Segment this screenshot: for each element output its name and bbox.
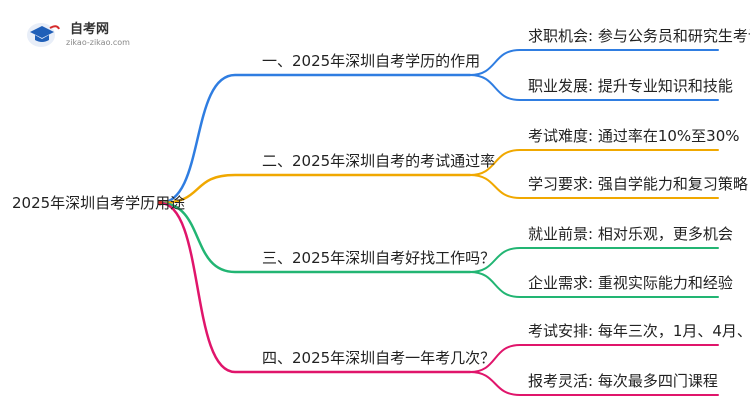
leaf-connector (469, 247, 719, 273)
branch-label: 二、2025年深圳自考的考试通过率 (262, 152, 496, 170)
branch-label: 三、2025年深圳自考好找工作吗？ (262, 249, 496, 267)
leaf-connector (469, 271, 719, 298)
site-logo[interactable]: 自考网 zikao-zikao.com (26, 18, 176, 54)
branch-connector (158, 73, 472, 205)
root-node-label: 2025年深圳自考学历用途 (12, 194, 186, 212)
leaf-label: 报考灵活: 每次最多四门课程 (528, 372, 718, 390)
branch-connector (158, 201, 472, 374)
branch-label: 一、2025年深圳自考学历的作用 (262, 52, 481, 70)
branch-label: 四、2025年深圳自考一年考几次？ (262, 349, 496, 367)
leaf-label: 学习要求: 强自学能力和复习策略 (528, 175, 748, 193)
branch-connector (158, 201, 472, 274)
logo-url: zikao-zikao.com (66, 38, 130, 47)
branch-connector (158, 173, 472, 205)
leaf-connector (469, 371, 719, 396)
leaf-label: 职业发展: 提升专业知识和技能 (528, 77, 733, 95)
leaf-label: 考试安排: 每年三次，1月、4月、10月 (528, 322, 750, 340)
leaf-connector (469, 49, 719, 76)
leaf-label: 求职机会: 参与公务员和研究生考试 (528, 27, 750, 45)
logo-badge-icon (27, 23, 60, 47)
leaf-connector (469, 344, 719, 373)
root-node-dot (157, 200, 163, 206)
leaf-connector (469, 174, 719, 199)
leaf-label: 考试难度: 通过率在10%至30% (528, 127, 740, 145)
leaf-connector (469, 74, 719, 101)
leaf-connector (469, 149, 719, 176)
logo-name: 自考网 (70, 22, 110, 37)
leaf-label: 就业前景: 相对乐观，更多机会 (528, 225, 733, 243)
leaf-label: 企业需求: 重视实际能力和经验 (528, 274, 733, 292)
